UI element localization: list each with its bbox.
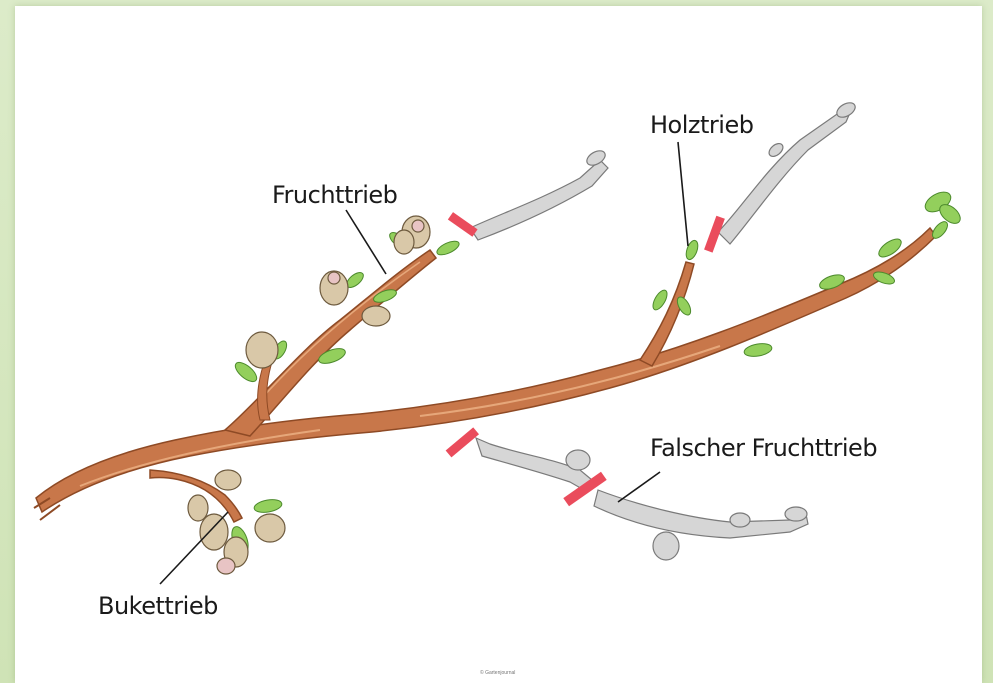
leader-holztrieb (678, 142, 688, 246)
blossom-buds (188, 216, 430, 574)
cut-mark-fruchttrieb (448, 212, 478, 237)
label-falscher-fruchttrieb: Falscher Fruchttrieb (650, 434, 877, 462)
cut-mark-falsch-1 (446, 427, 479, 457)
label-bukettrieb: Bukettrieb (98, 592, 218, 620)
credit-text: © Gartenjournal (480, 669, 515, 676)
cut-shoot-fruchttrieb (470, 160, 608, 240)
leader-fruchttrieb (346, 210, 386, 274)
cut-shoot-falsch-2 (594, 490, 808, 538)
leader-falscher-fruchttrieb (618, 472, 660, 502)
leaves (215, 188, 964, 555)
label-holztrieb: Holztrieb (650, 111, 753, 139)
label-fruchttrieb: Fruchttrieb (272, 181, 397, 209)
